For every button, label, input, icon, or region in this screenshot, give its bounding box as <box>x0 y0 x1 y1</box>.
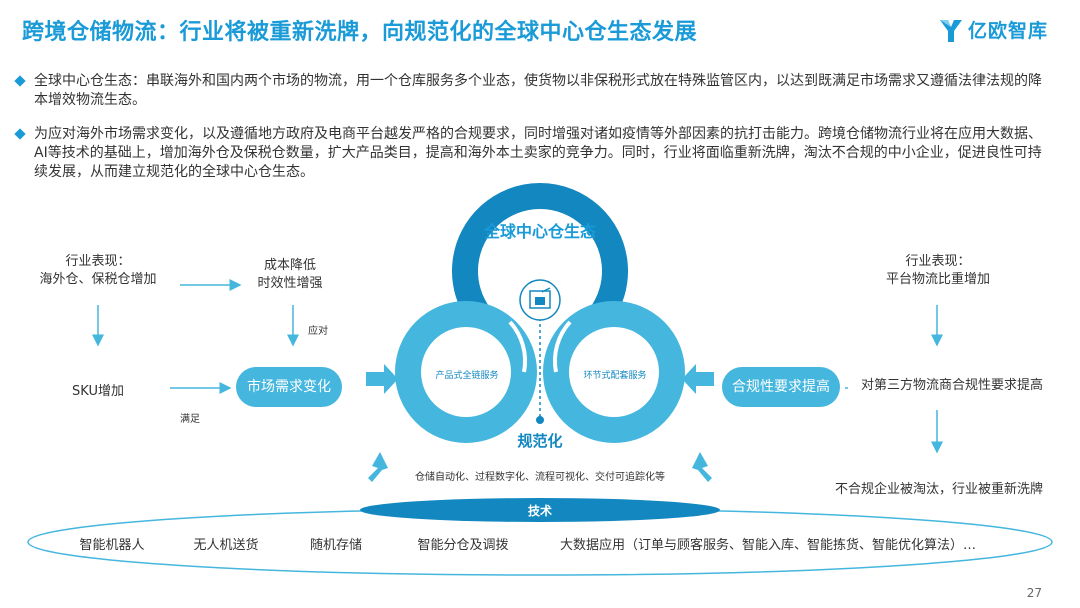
tech-item: 智能分仓及调拨 <box>417 538 509 553</box>
tech-item: 智能机器人 <box>79 538 145 553</box>
market-change-pill: 市场需求变化 <box>236 367 342 407</box>
left-perf-title: 行业表现： <box>65 254 131 269</box>
tech-item: 无人机送货 <box>193 538 259 553</box>
tech-item: 大数据应用（订单与顾客服务、智能入库、智能拣货、智能优化算法）… <box>560 538 977 553</box>
bullet-text: 为应对海外市场需求变化，以及遵循地方政府及电商平台越发严格的合规要求，同时增强对… <box>34 126 1042 180</box>
compliance-pill: 合规性要求提高 <box>722 367 840 407</box>
left-perf-value: 海外仓、保税仓增加 <box>39 272 157 287</box>
left-circle-label: 产品式全链服务 <box>435 371 499 381</box>
page-title: 跨境仓储物流：行业将被重新洗牌，向规范化的全球中心仓生态发展 <box>22 20 698 45</box>
right-circle-label: 环节式配套服务 <box>583 371 647 381</box>
block-arrow-left <box>366 364 398 394</box>
block-arrow-right <box>682 364 714 394</box>
center-dot <box>536 416 544 424</box>
cost-line1: 成本降低 <box>263 258 316 273</box>
top-ring <box>452 183 628 324</box>
center-title: 全球中心仓生态 <box>483 222 596 241</box>
respond-label: 应对 <box>308 326 328 337</box>
sku-label: SKU增加 <box>72 384 124 399</box>
cost-line2: 时效性增强 <box>257 276 323 291</box>
bullet-text: 全球中心仓生态：串联海外和国内两个市场的物流，用一个仓库服务多个业态，使货物以非… <box>34 73 1042 108</box>
third-party-text: 对第三方物流商合规性要求提高 <box>860 378 1043 393</box>
bullet-2: 为应对海外市场需求变化，以及遵循地方政府及电商平台越发严格的合规要求，同时增强对… <box>14 125 1046 182</box>
tech-item: 随机存储 <box>309 538 362 553</box>
logo-text: 亿欧智库 <box>968 20 1049 42</box>
right-perf-title: 行业表现： <box>905 254 971 269</box>
logo-icon <box>940 19 962 42</box>
tech-label: 技术 <box>527 504 552 518</box>
bullet-1: 全球中心仓生态：串联海外和国内两个市场的物流，用一个仓库服务多个业态，使货物以非… <box>14 72 1046 110</box>
tech-badge <box>360 498 720 522</box>
logo: 亿欧智库 <box>938 16 1048 43</box>
right-perf-value: 平台物流比重增加 <box>885 272 990 287</box>
process-text: 仓储自动化、过程数字化、流程可视化、交付可追踪化等 <box>415 472 665 483</box>
bottom-label: 规范化 <box>517 432 563 450</box>
block-arrow-up-right <box>692 452 712 482</box>
eliminate-text: 不合规企业被淘汰，行业被重新洗牌 <box>834 482 1043 497</box>
block-arrow-up-left <box>368 452 388 482</box>
warehouse-icon <box>519 279 561 321</box>
satisfy-label: 满足 <box>180 414 200 425</box>
page-number: 27 <box>1026 586 1042 600</box>
